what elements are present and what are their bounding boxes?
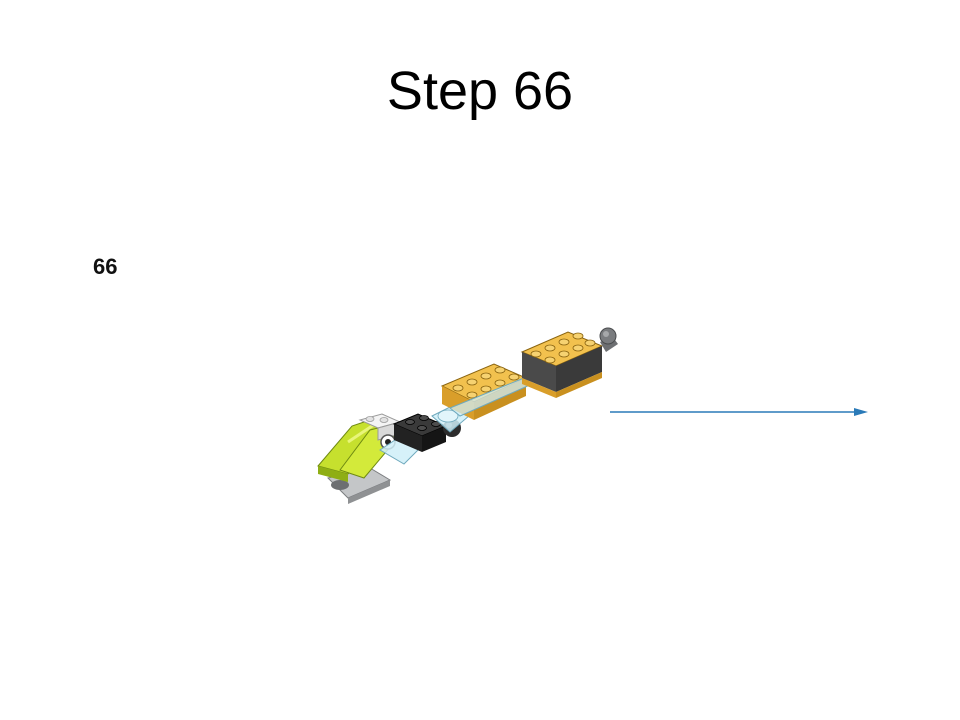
lego-assembly-illustration: [317, 327, 618, 504]
grey-axle-end: [599, 327, 618, 352]
right-arrow-icon: [610, 408, 868, 416]
slide-title: Step 66: [386, 61, 574, 121]
black-brick: [392, 413, 448, 452]
yellow-brick-back: [520, 331, 604, 398]
yellow-brick-front: [440, 363, 533, 420]
step-number: 66: [93, 254, 118, 279]
